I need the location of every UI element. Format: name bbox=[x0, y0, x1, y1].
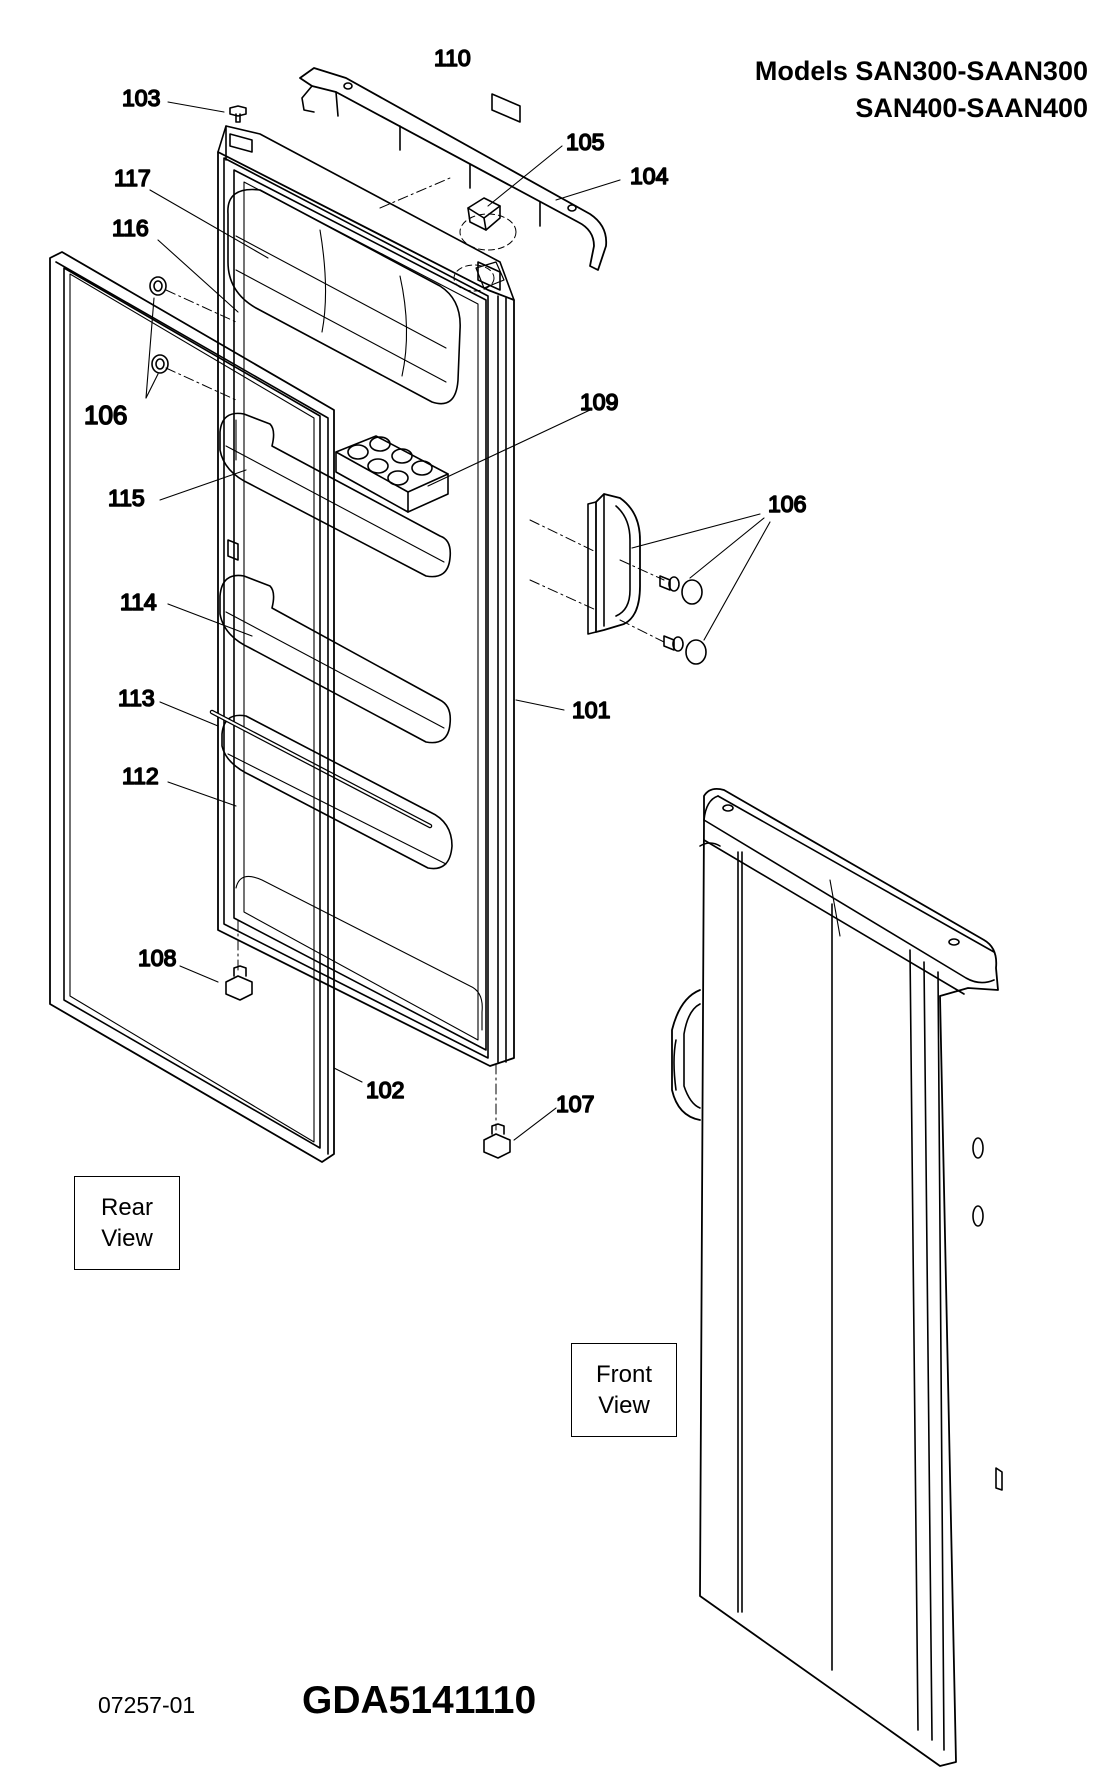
top-cap bbox=[299, 67, 608, 271]
door-gasket bbox=[49, 251, 335, 1163]
door-handle bbox=[529, 493, 665, 643]
rear-view-word2: View bbox=[101, 1225, 153, 1252]
screw-106-handle-upper bbox=[659, 575, 680, 592]
label-106-right: 106 bbox=[768, 491, 806, 517]
screw-106-upper bbox=[149, 276, 167, 296]
front-view-door bbox=[671, 787, 1003, 1767]
label-103: 103 bbox=[122, 85, 160, 111]
label-102: 102 bbox=[366, 1077, 404, 1103]
screw-103 bbox=[229, 105, 247, 123]
hinge-pin-108 bbox=[225, 919, 253, 1001]
cap-106-upper bbox=[681, 579, 703, 605]
label-plate-110 bbox=[491, 93, 521, 123]
label-116: 116 bbox=[112, 215, 149, 241]
hinge-pin-107 bbox=[483, 1063, 511, 1159]
rear-view-word1: Rear bbox=[100, 1194, 154, 1221]
label-114: 114 bbox=[120, 589, 157, 615]
cap-106-lower bbox=[685, 639, 707, 665]
rear-view-label-box: Rear View bbox=[74, 1176, 180, 1270]
leader-lines bbox=[145, 101, 771, 1141]
label-110: 110 bbox=[434, 45, 471, 71]
label-108: 108 bbox=[138, 945, 176, 971]
label-112: 112 bbox=[122, 763, 159, 789]
label-106-left: 106 bbox=[84, 400, 127, 430]
label-117: 117 bbox=[114, 165, 151, 191]
models-heading-line1: Models SAN300-SAAN300 bbox=[754, 56, 1088, 86]
door-liner-assembly bbox=[149, 125, 515, 1067]
label-107: 107 bbox=[556, 1091, 594, 1117]
label-109: 109 bbox=[580, 389, 618, 415]
label-101: 101 bbox=[572, 697, 610, 723]
models-heading-line2: SAN400-SAAN400 bbox=[855, 93, 1088, 123]
label-115: 115 bbox=[108, 485, 145, 511]
front-view-word1: Front bbox=[595, 1361, 652, 1388]
front-view-word2: View bbox=[598, 1392, 650, 1419]
screw-106-lower bbox=[151, 354, 169, 374]
label-104: 104 bbox=[630, 163, 669, 189]
document-number: 07257-01 bbox=[98, 1692, 196, 1718]
front-view-label-box: Front View bbox=[571, 1343, 677, 1437]
part-code: GDA5141110 bbox=[302, 1679, 537, 1722]
label-105: 105 bbox=[566, 129, 604, 155]
screw-106-handle-lower bbox=[663, 635, 684, 652]
label-113: 113 bbox=[118, 685, 155, 711]
